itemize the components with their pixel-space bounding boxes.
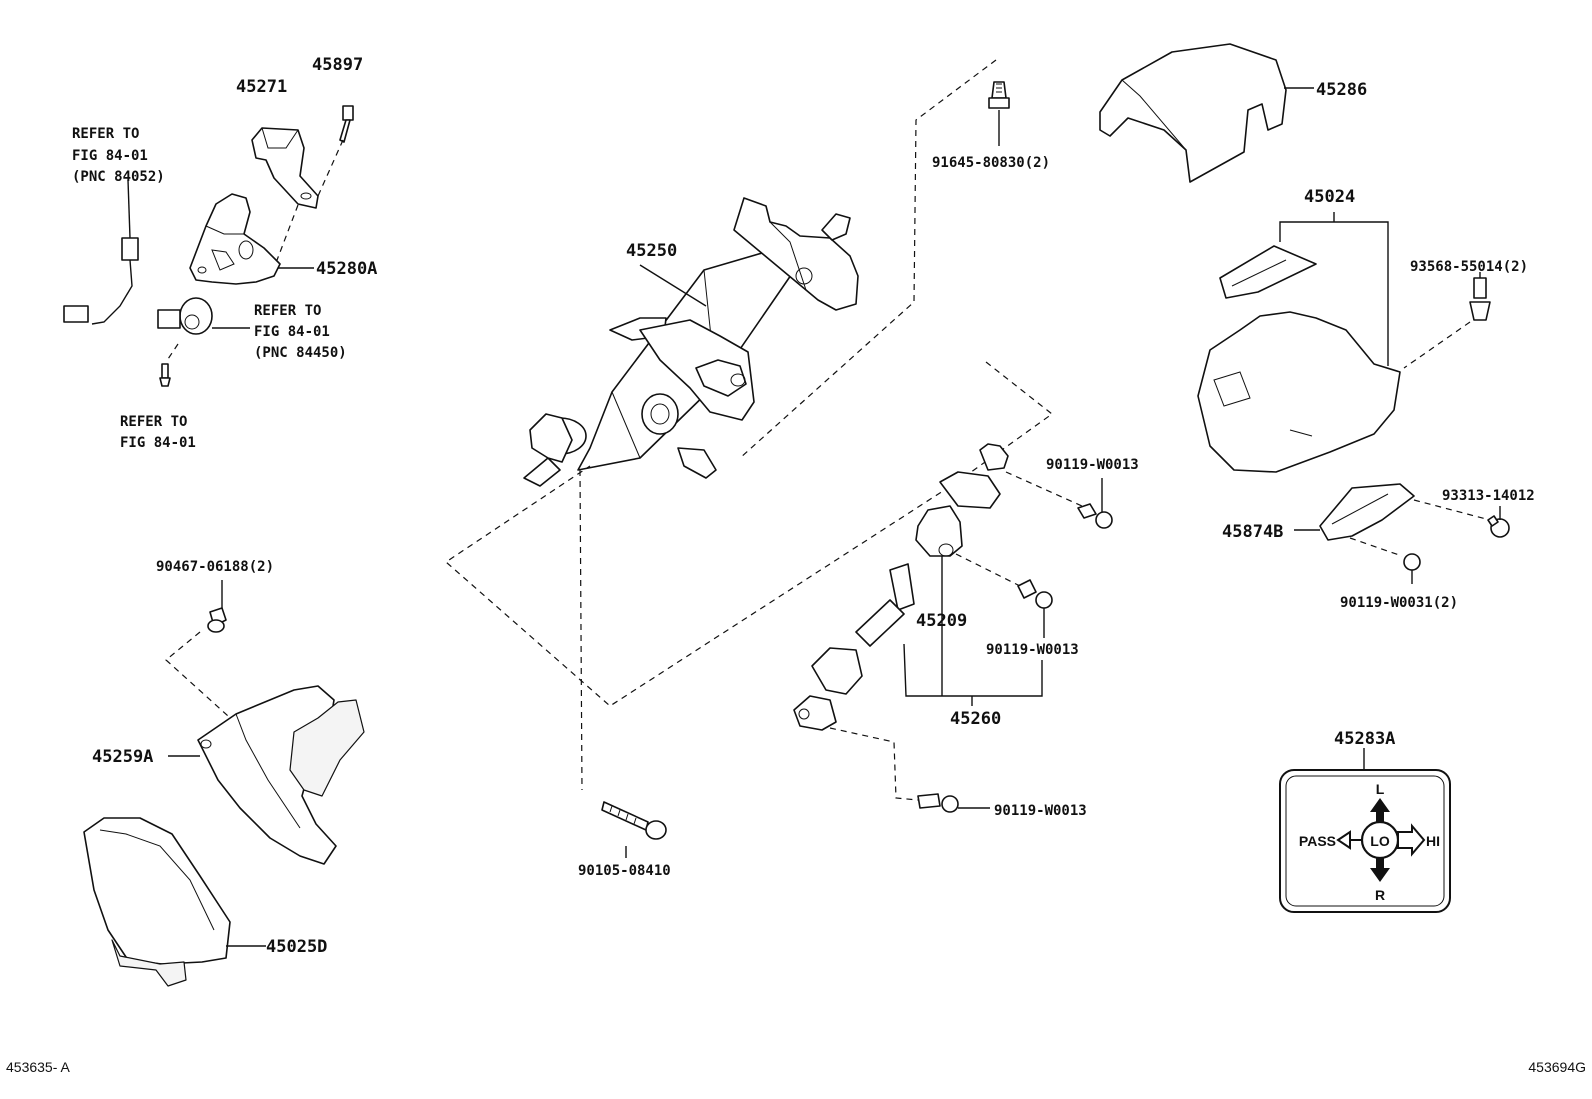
label-45874b: 45874B bbox=[1222, 522, 1283, 542]
label-90119-w0013-a: 90119-W0013 bbox=[1046, 457, 1139, 473]
part-90119-w0031-bolt bbox=[1403, 553, 1421, 571]
label-45283a: 45283A bbox=[1334, 729, 1395, 749]
part-45024-lower-cover bbox=[1197, 245, 1401, 473]
switch-label-l: L bbox=[1376, 781, 1385, 797]
label-refer-fig-line2: FIG 84-01 bbox=[120, 435, 196, 451]
label-refer-fig-line1: REFER TO bbox=[120, 414, 187, 430]
part-90105-bolt bbox=[601, 801, 667, 840]
arrow-down-icon bbox=[1370, 858, 1390, 882]
label-45271: 45271 bbox=[236, 77, 287, 97]
label-refer-84052-line1: REFER TO bbox=[72, 126, 139, 142]
label-refer-84052-line3: (PNC 84052) bbox=[72, 169, 165, 185]
label-refer-84450-line1: REFER TO bbox=[254, 303, 321, 319]
arrow-right-icon bbox=[1397, 823, 1426, 857]
part-45209-universal-joint bbox=[915, 443, 1009, 557]
refer-screw bbox=[159, 363, 171, 387]
label-90467: 90467-06188(2) bbox=[156, 559, 274, 575]
label-45250: 45250 bbox=[626, 241, 677, 261]
part-93313-bolt bbox=[1487, 515, 1510, 538]
part-45897-screw bbox=[339, 105, 354, 143]
part-90119-w0013-bolt-middle bbox=[1017, 579, 1053, 609]
label-90105: 90105-08410 bbox=[578, 863, 671, 879]
switch-label-pass: PASS bbox=[1299, 833, 1336, 849]
part-45259a-lower-cover bbox=[197, 685, 365, 865]
label-45897: 45897 bbox=[312, 55, 363, 75]
label-refer-84450-line3: (PNC 84450) bbox=[254, 345, 347, 361]
label-45209: 45209 bbox=[916, 611, 967, 631]
part-45874b-bracket bbox=[1319, 483, 1415, 541]
label-93568: 93568-55014(2) bbox=[1410, 259, 1528, 275]
label-90119-w0013-b: 90119-W0013 bbox=[986, 642, 1079, 658]
switch-plate-45283a: L R PASS LO HI bbox=[1279, 769, 1451, 913]
footer-left-code: 453635- A bbox=[6, 1059, 70, 1075]
part-93568-screw bbox=[1469, 277, 1491, 321]
part-45286-upper-cover bbox=[1099, 43, 1287, 183]
part-91645-bolt bbox=[988, 81, 1010, 109]
label-93313: 93313-14012 bbox=[1442, 488, 1535, 504]
label-45024: 45024 bbox=[1304, 187, 1355, 207]
switch-label-r: R bbox=[1375, 887, 1385, 903]
label-45280a: 45280A bbox=[316, 259, 377, 279]
footer-right-code: 453694G bbox=[1528, 1059, 1586, 1075]
label-45025d: 45025D bbox=[266, 937, 327, 957]
label-refer-84052-line2: FIG 84-01 bbox=[72, 148, 148, 164]
switch-label-hi: HI bbox=[1426, 833, 1440, 849]
label-45286: 45286 bbox=[1316, 80, 1367, 100]
part-intermediate-shaft bbox=[793, 563, 915, 731]
part-90119-w0013-bolt-lower bbox=[917, 793, 959, 813]
wiring-harness-84052 bbox=[63, 179, 139, 325]
label-90119-w0031: 90119-W0031(2) bbox=[1340, 595, 1458, 611]
label-91645: 91645-80830(2) bbox=[932, 155, 1050, 171]
label-90119-w0013-c: 90119-W0013 bbox=[994, 803, 1087, 819]
switch-label-lo: LO bbox=[1370, 833, 1390, 849]
label-45259a: 45259A bbox=[92, 747, 153, 767]
part-45271-clamp bbox=[251, 127, 319, 209]
label-refer-84450-line2: FIG 84-01 bbox=[254, 324, 330, 340]
part-45250-steering-column bbox=[523, 197, 859, 487]
part-45025d-steering-boot bbox=[83, 817, 231, 987]
part-90467-clip bbox=[207, 607, 227, 633]
part-ignition-switch-84450 bbox=[157, 297, 213, 335]
arrow-up-icon bbox=[1370, 798, 1390, 822]
label-45260: 45260 bbox=[950, 709, 1001, 729]
part-45280a-bracket bbox=[189, 193, 281, 285]
part-90119-w0013-bolt-upper bbox=[1077, 503, 1113, 529]
